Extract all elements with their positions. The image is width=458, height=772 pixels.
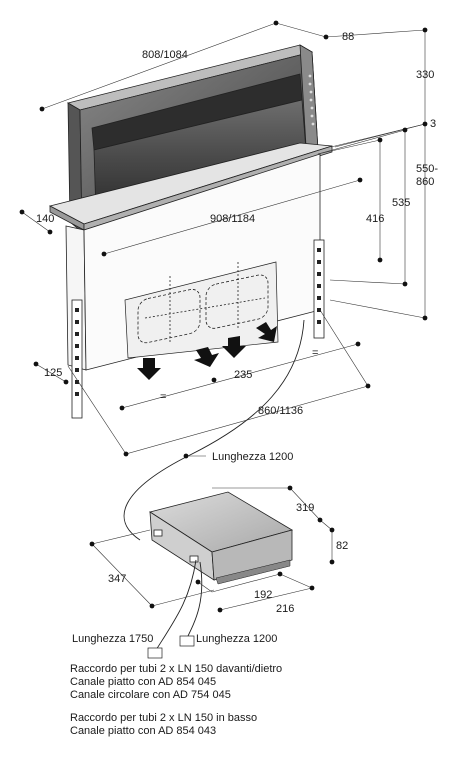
label-cable-right: Lunghezza 1200	[196, 633, 277, 645]
label-cable-left: Lunghezza 1750	[72, 633, 153, 645]
dim-height-550: 550-	[416, 163, 438, 175]
arrow-down-3	[222, 336, 246, 358]
dim-equal-right: =	[312, 347, 318, 359]
arrow-down-2	[194, 347, 219, 367]
dimension-lines	[21, 22, 426, 611]
power-cable	[123, 319, 305, 541]
note-line: Raccordo per tubi 2 x LN 150 davanti/die…	[70, 663, 283, 675]
dim-width-mid: 908/1184	[210, 213, 255, 225]
dim-height-860: 860	[416, 176, 434, 188]
control-box	[149, 491, 294, 585]
dim-depth-top: 88	[342, 31, 354, 43]
dimension-labels: 808/1084 88 330 3 550- 860 535 416 908/1…	[36, 31, 438, 645]
dim-spacing-235: 235	[234, 369, 252, 381]
dim-box-width: 347	[108, 573, 126, 585]
plugs	[147, 635, 195, 659]
dim-depth-140: 140	[36, 213, 54, 225]
dimension-dots	[19, 20, 428, 613]
mounting-brackets	[71, 239, 325, 419]
airflow-arrows	[137, 322, 277, 380]
dim-box-height: 82	[336, 540, 348, 552]
countertop	[48, 142, 333, 231]
dim-box-192: 192	[254, 589, 272, 601]
lower-chassis	[65, 153, 321, 371]
dim-equal-left: =	[160, 391, 166, 403]
dim-depth-125: 125	[44, 367, 62, 379]
bracket-right	[313, 239, 325, 339]
note-line: Canale piatto con AD 854 043	[70, 725, 217, 737]
plug-left	[147, 647, 163, 659]
plug-right	[179, 635, 195, 647]
dim-width-top: 808/1084	[142, 49, 188, 61]
cable-1750	[155, 559, 197, 651]
dim-height-535: 535	[392, 197, 410, 209]
dim-height-330: 330	[416, 69, 434, 81]
notes-group-1: Raccordo per tubi 2 x LN 150 davanti/die…	[70, 663, 282, 702]
dim-box-216: 216	[276, 603, 294, 615]
dim-height-416: 416	[366, 213, 384, 225]
arrow-down-1	[137, 358, 161, 380]
note-line: Canale piatto con AD 854 045	[70, 676, 217, 688]
arrow-down-4	[256, 322, 277, 342]
dim-gap-3: 3	[430, 118, 436, 130]
cable-1200-right	[185, 561, 203, 641]
label-cable-top: Lunghezza 1200	[212, 451, 293, 463]
note-line: Canale circolare con AD 754 045	[70, 689, 231, 701]
dim-box-depth: 319	[296, 502, 314, 514]
dim-width-bottom: 860/1136	[258, 405, 303, 417]
note-line: Raccordo per tubi 2 x LN 150 in basso	[70, 712, 258, 724]
hood-control-buttons	[308, 74, 315, 126]
notes-group-2: Raccordo per tubi 2 x LN 150 in basso Ca…	[70, 712, 257, 738]
control-box-side	[211, 529, 293, 581]
